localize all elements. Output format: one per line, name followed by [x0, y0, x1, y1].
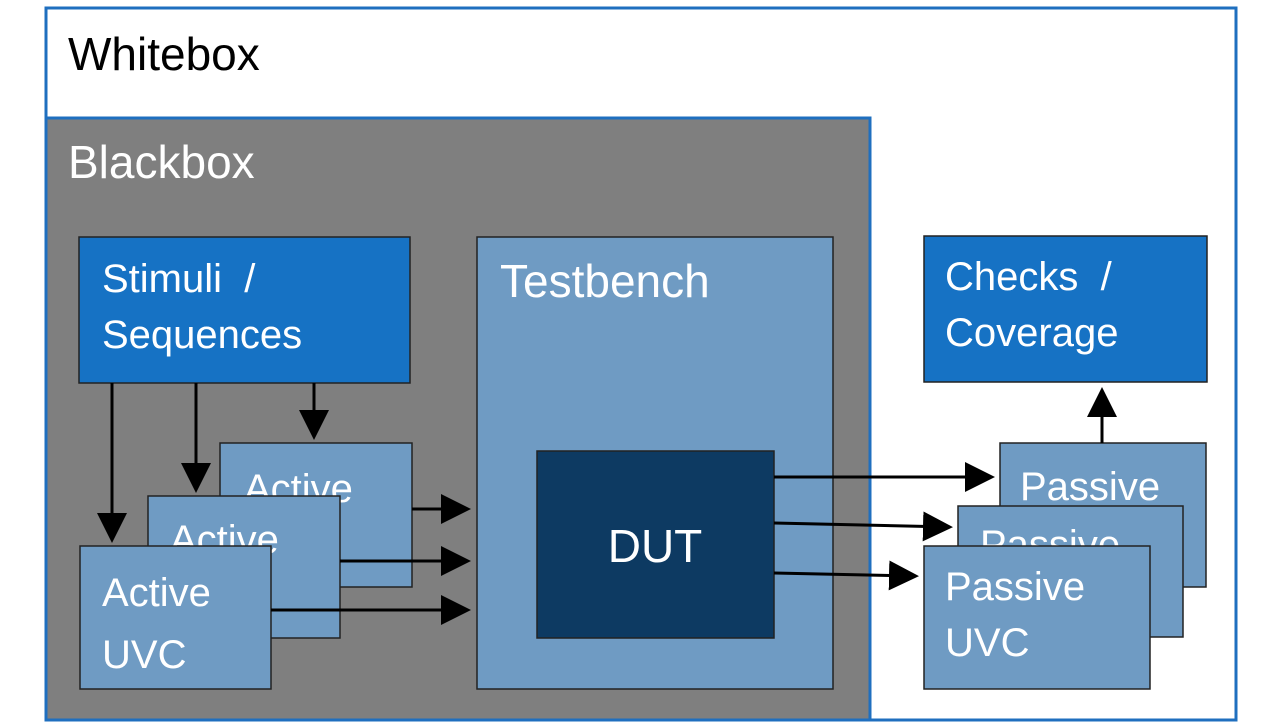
testbench-label: Testbench [500, 255, 710, 307]
stimuli-to-active-arrows [97, 383, 329, 543]
passive-uvc-back-label: Passive [1020, 465, 1160, 509]
active-to-testbench-arrows [271, 494, 471, 625]
arrow-dut-to-passive-front [773, 560, 919, 591]
passive-uvc-front-label-line1: Passive [945, 565, 1085, 609]
stimuli-sequences-box: Stimuli / Sequences [78, 236, 411, 384]
active-uvc-front: Active UVC [79, 545, 272, 690]
dut-label: DUT [608, 520, 703, 572]
stimuli-label-line2: Sequences [102, 313, 302, 357]
checks-coverage-box: Checks / Coverage [923, 235, 1208, 383]
dut-box: DUT [536, 450, 775, 639]
active-uvc-front-label-line1: Active [102, 571, 211, 615]
blackbox-label: Blackbox [68, 136, 255, 188]
active-uvc-front-label-line2: UVC [102, 633, 186, 677]
arrow-dut-to-passive-middle [773, 511, 953, 542]
checks-label-line2: Coverage [945, 311, 1118, 355]
stimuli-label-line1: Stimuli / [102, 257, 256, 301]
whitebox-label: Whitebox [68, 28, 260, 80]
passive-uvc-front-label-line2: UVC [945, 621, 1029, 665]
dut-to-passive-arrows [773, 462, 995, 591]
passive-uvc-front: Passive UVC [923, 545, 1151, 690]
checks-label-line1: Checks / [945, 255, 1113, 299]
